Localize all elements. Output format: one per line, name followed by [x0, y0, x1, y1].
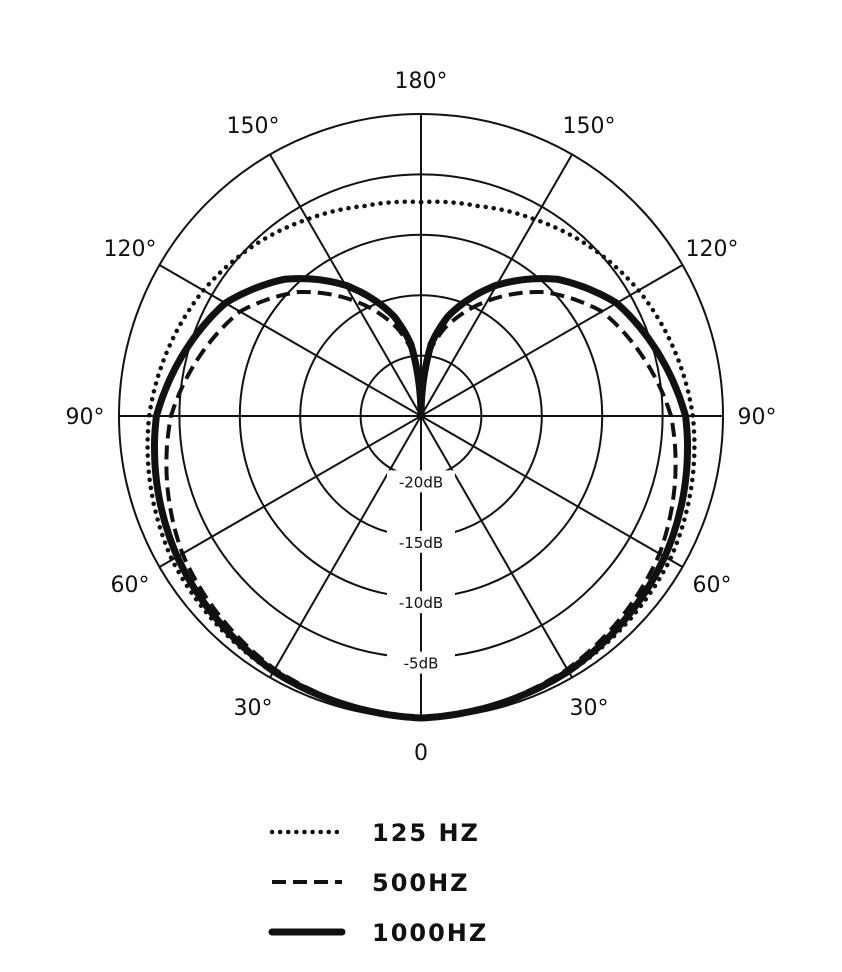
ring-label: -10dB	[399, 594, 443, 612]
ring-label-bg	[387, 591, 455, 614]
ring-labels: -20dB -15dB -10dB -5dB	[387, 470, 455, 674]
series-curve-2	[151, 275, 691, 722]
angle-label: 90°	[66, 405, 105, 430]
angle-label: 180°	[395, 69, 448, 94]
ring-label: -5dB	[404, 655, 439, 673]
ring-label-bg	[387, 470, 455, 493]
angle-label: 90°	[738, 405, 777, 430]
angle-label: 30°	[234, 696, 273, 721]
ring-label: -15dB	[399, 534, 443, 552]
angle-label: 60°	[692, 573, 731, 598]
ring-label: -20dB	[399, 473, 443, 491]
legend-label: 125 HZ	[372, 819, 480, 847]
angle-label: 60°	[111, 573, 150, 598]
angle-label: 0	[414, 741, 428, 766]
legend: 125 HZ 500HZ 1000HZ	[268, 819, 488, 947]
angle-label: 150°	[563, 114, 616, 139]
legend-label: 500HZ	[372, 869, 470, 897]
legend-label: 1000HZ	[372, 919, 488, 947]
ring-label-bg	[387, 530, 455, 553]
angle-label: 120°	[685, 237, 738, 262]
series-curve-1	[164, 290, 678, 720]
angle-labels: 180° 150° 150° 120° 120° 90° 90° 60° 60° 30° 30° 0	[66, 69, 777, 766]
angle-label: 30°	[570, 696, 609, 721]
series-curve-0	[145, 199, 697, 721]
angle-label: 150°	[227, 114, 280, 139]
angle-label: 120°	[104, 237, 157, 262]
series-curves	[145, 199, 697, 722]
ring-label-bg	[387, 651, 455, 674]
